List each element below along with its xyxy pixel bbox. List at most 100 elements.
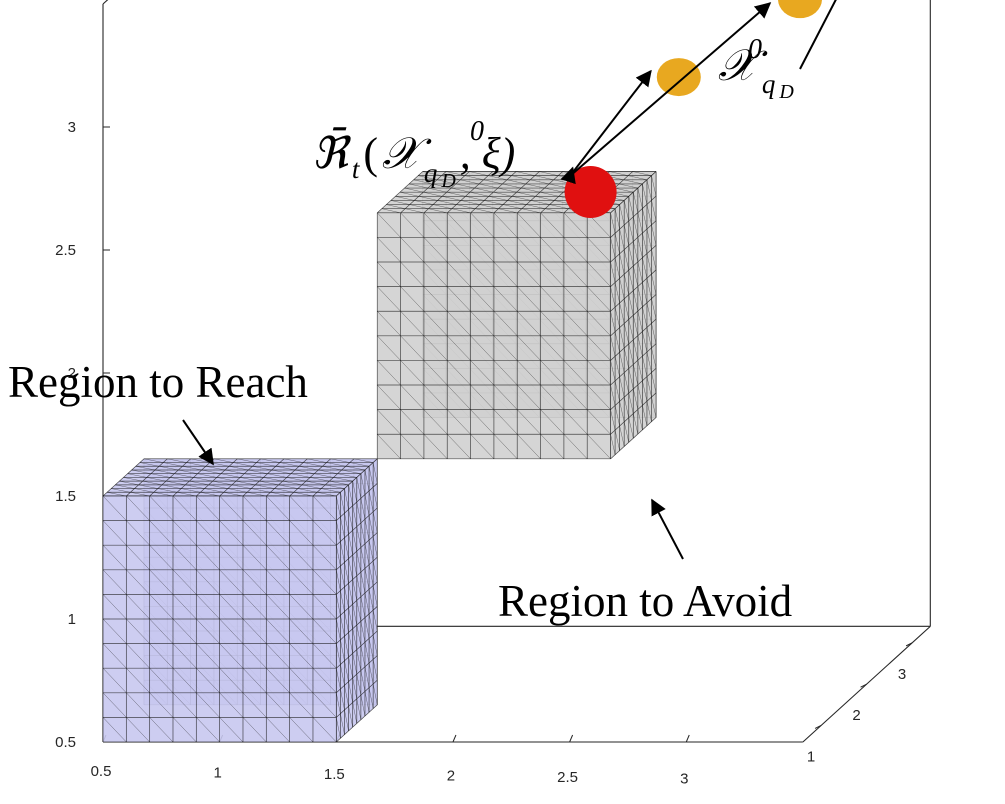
reach-arrow-2	[569, 69, 652, 177]
wire-diagonal	[642, 306, 648, 328]
wire-diagonal	[623, 347, 629, 369]
reach-set-subsub: D	[440, 170, 456, 192]
x-tick-label: 3	[680, 771, 688, 788]
wire-diagonal	[290, 473, 311, 478]
wire-diagonal	[303, 462, 323, 467]
wire-diagonal	[372, 560, 378, 582]
wire-diagonal	[619, 229, 625, 250]
wire-diagonal	[614, 405, 620, 427]
wire-diagonal	[231, 484, 252, 489]
wire-diagonal	[352, 481, 358, 503]
wire-diagonal	[174, 473, 194, 478]
wire-diagonal	[102, 643, 127, 669]
wire-diagonal	[517, 212, 541, 238]
wire-diagonal	[614, 187, 634, 193]
wire-diagonal	[642, 331, 648, 353]
wire-diagonal	[233, 462, 253, 467]
initial-set-subsub: D	[778, 81, 794, 103]
wire-diagonal	[172, 668, 197, 693]
wire-diagonal	[633, 339, 639, 361]
wire-diagonal	[352, 653, 358, 675]
wire-diagonal	[266, 569, 290, 595]
wire-diagonal	[587, 311, 611, 337]
wire-diagonal	[377, 237, 401, 263]
wire-diagonal	[628, 343, 634, 365]
region-0	[102, 458, 378, 743]
wire-diagonal	[540, 286, 565, 312]
wire-diagonal	[204, 488, 224, 493]
wire-diagonal	[479, 204, 499, 209]
wire-diagonal	[146, 477, 167, 482]
wire-diagonal	[107, 492, 127, 497]
wire-diagonal	[344, 660, 349, 682]
wire-diagonal	[196, 495, 220, 521]
wire-diagonal	[470, 335, 495, 361]
wire-diagonal	[377, 384, 401, 410]
wire-diagonal	[336, 520, 341, 542]
wire-diagonal	[325, 484, 345, 489]
wire-diagonal	[628, 417, 634, 439]
reach-set-sup: 0	[470, 116, 484, 147]
wire-diagonal	[307, 458, 327, 463]
wire-diagonal	[619, 401, 625, 422]
wire-diagonal	[149, 618, 174, 644]
wire-diagonal	[614, 356, 620, 377]
wire-diagonal	[540, 434, 565, 460]
wire-diagonal	[201, 469, 221, 474]
wire-diagonal	[386, 204, 406, 209]
reach-set-rest: , ξ)	[460, 129, 516, 178]
wire-diagonal	[322, 466, 342, 471]
reach-set-sub: t	[352, 154, 361, 184]
wire-diagonal	[275, 466, 296, 471]
wire-diagonal	[212, 480, 232, 486]
wire-diagonal	[326, 462, 346, 467]
wire-diagonal	[102, 594, 127, 620]
wire-diagonal	[633, 315, 639, 336]
wire-diagonal	[544, 187, 564, 193]
wire-diagonal	[131, 469, 151, 474]
wire-diagonal	[143, 458, 164, 463]
wire-diagonal	[377, 261, 401, 287]
wire-diagonal	[182, 466, 202, 471]
wire-diagonal	[642, 208, 648, 230]
wire-diagonal	[102, 520, 127, 546]
wire-diagonal	[360, 498, 366, 520]
wire-diagonal	[516, 171, 535, 176]
wire-diagonal	[651, 175, 657, 197]
region-to-reach-label: Region to Reach	[8, 357, 308, 407]
wire-diagonal	[441, 175, 461, 181]
wire-diagonal	[336, 643, 341, 665]
wire-diagonal	[646, 401, 652, 422]
wire-diagonal	[266, 692, 290, 718]
x-tick-label: 0.5	[91, 763, 112, 780]
wire-diagonal	[646, 302, 652, 324]
wire-diagonal	[540, 311, 565, 337]
wire-diagonal	[540, 384, 565, 410]
wire-diagonal	[619, 425, 625, 447]
wire-diagonal	[242, 520, 267, 546]
wire-diagonal	[115, 484, 135, 489]
wire-diagonal	[447, 311, 471, 337]
wire-diagonal	[172, 618, 197, 644]
wire-diagonal	[423, 311, 448, 337]
wire-diagonal	[289, 520, 314, 546]
wire-diagonal	[428, 208, 448, 214]
wire-diagonal	[364, 617, 370, 639]
wire-diagonal	[447, 237, 471, 263]
wire-diagonal	[493, 409, 518, 435]
wire-diagonal	[340, 615, 345, 637]
reach-arrow-3	[560, 166, 576, 185]
wire-diagonal	[623, 298, 629, 320]
wire-diagonal	[377, 434, 401, 460]
wire-diagonal	[377, 335, 401, 361]
wire-diagonal	[502, 183, 522, 189]
wire-diagonal	[483, 179, 503, 185]
wire-diagonal	[460, 200, 480, 205]
wire-diagonal	[368, 638, 374, 660]
wire-diagonal	[637, 335, 643, 357]
wire-diagonal	[651, 200, 657, 221]
wire-diagonal	[651, 249, 657, 270]
wire-diagonal	[305, 480, 326, 486]
wire-diagonal	[205, 466, 226, 471]
